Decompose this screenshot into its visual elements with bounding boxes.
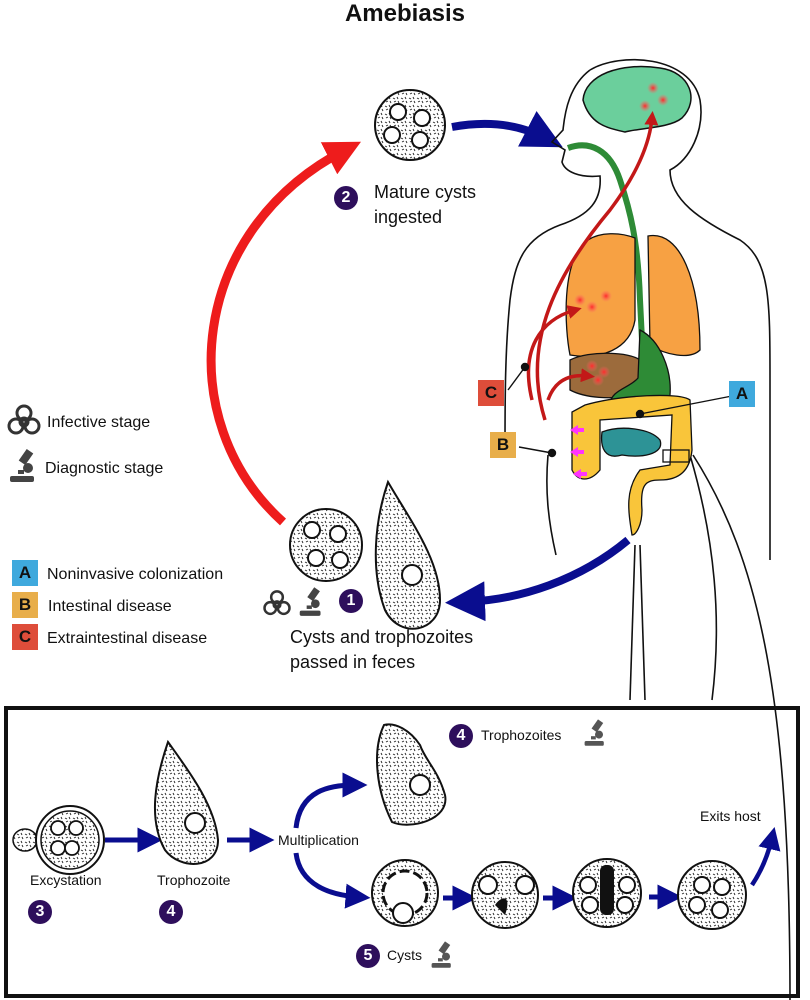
inset-frame: [4, 706, 800, 998]
excystation-label: Excystation: [30, 872, 102, 888]
microscope-icon: [430, 940, 454, 974]
stage-1-badge: 1: [339, 589, 363, 613]
biohazard-icon: [262, 588, 292, 622]
human-body: [504, 58, 791, 1000]
stage-4-badge: 4: [159, 900, 183, 924]
microscope-icon: [8, 448, 38, 488]
stage-5-badge: 5: [356, 944, 380, 968]
body-key-b: B: [490, 432, 516, 458]
key-a-badge: A: [12, 560, 38, 586]
diagram-title: Amebiasis: [344, 0, 466, 27]
cyst-mature: [677, 860, 747, 930]
multiplication-arrow-down: [293, 852, 371, 909]
small-intestine-organ: [600, 427, 662, 457]
exits-host-arrow: [750, 827, 781, 887]
stage-1-label-line2: passed in feces: [290, 652, 416, 672]
stage-3-badge: 3: [28, 900, 52, 924]
exits-host-label: Exits host: [700, 808, 761, 824]
excystation-image: [12, 805, 105, 875]
stage-4b-badge: 4: [449, 724, 473, 748]
excretion-arrow: [445, 536, 631, 622]
trophozoite-label: Trophozoite: [157, 872, 231, 888]
stage1-cyst-image: [289, 508, 363, 582]
legend-diagnostic-label: Diagnostic stage: [45, 460, 164, 477]
cyst-1-nucleus: [371, 859, 439, 927]
spread-arrow-lung: [526, 305, 582, 401]
ingestion-arrow: [451, 111, 563, 148]
mature-cyst-image: [374, 89, 446, 161]
multiplication-label: Multiplication: [278, 832, 359, 848]
invasion-arrows: [570, 425, 587, 479]
cyst-2-nuclei: [471, 861, 539, 929]
stage-2-label-line2: ingested: [374, 207, 443, 227]
key-c-badge: C: [12, 624, 38, 650]
trophozoites-label: Trophozoites: [481, 727, 562, 743]
spread-arrow-brain: [535, 111, 659, 421]
key-b-badge: B: [12, 592, 38, 618]
microscope-icon: [298, 586, 324, 622]
inset-zoom-box: [662, 449, 690, 463]
spread-arrow-liver: [546, 368, 595, 401]
infective-arc-arrow: [206, 141, 361, 526]
lung-right-organ: [647, 234, 701, 357]
body-key-a: A: [729, 381, 755, 407]
body-key-c: C: [478, 380, 504, 406]
stage1-trophozoite-image: [374, 479, 442, 630]
legend-c-label: Extraintestinal disease: [47, 630, 208, 647]
multiplication-arrow-up: [293, 772, 368, 829]
legend-b-label: Intestinal disease: [48, 598, 172, 615]
legend-a-label: Noninvasive colonization: [47, 566, 224, 583]
esophagus-organ: [566, 142, 645, 341]
brain-organ: [582, 65, 692, 133]
stage-2-badge: 2: [334, 186, 358, 210]
legend-infective-label: Infective stage: [47, 414, 151, 431]
colon-organ: [571, 394, 693, 536]
trophozoite-image: [154, 739, 220, 865]
biohazard-icon: [6, 402, 42, 442]
microscope-icon: [583, 718, 607, 752]
cysts-label: Cysts: [387, 947, 422, 963]
cyst-4-nuclei-chromatoid: [572, 858, 642, 928]
leader-lines: [507, 362, 733, 458]
trophozoites-image: [376, 723, 447, 826]
stage-1-label-line1: Cysts and trophozoites: [290, 627, 474, 647]
stage-2-label-line1: Mature cysts: [374, 182, 477, 202]
